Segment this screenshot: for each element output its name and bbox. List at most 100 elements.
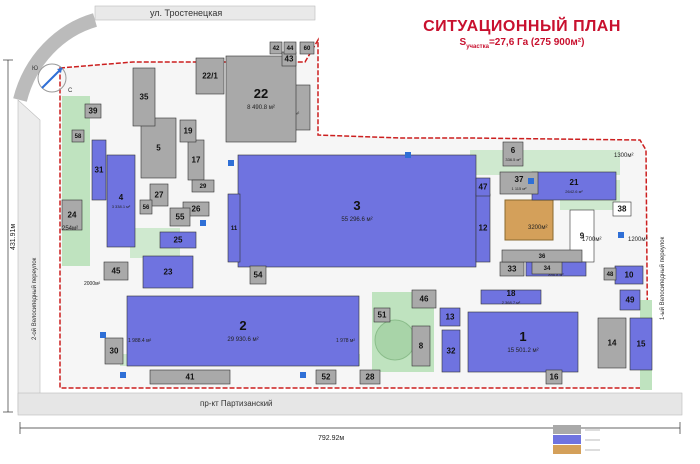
building-22[interactable]: 228 490.8 м²: [225, 55, 297, 143]
building-number: 26: [192, 205, 201, 214]
building-area: 336.5 м²: [505, 157, 521, 162]
building-46[interactable]: 46: [411, 289, 437, 309]
building-2[interactable]: 229 930.6 м²: [126, 295, 360, 367]
building-10[interactable]: 10: [614, 265, 644, 285]
building-number: 60: [304, 46, 311, 52]
building-37[interactable]: 37 1 115 м²: [499, 171, 539, 195]
building-footprint: [140, 117, 177, 179]
road-top: [94, 5, 316, 21]
building-3[interactable]: 355 296.6 м²: [237, 154, 477, 268]
building-number: 18: [507, 289, 516, 298]
compass-icon: Ю С: [32, 63, 73, 94]
building-11[interactable]: 11: [227, 193, 241, 263]
building-56[interactable]: 56: [139, 199, 153, 215]
building-33[interactable]: 33: [499, 261, 525, 277]
building-area: 896.8 м²: [548, 272, 564, 277]
building-18[interactable]: 182 368.7 м²: [480, 289, 542, 305]
street-right-label: 1-ый Велосипедный переулок: [659, 236, 666, 320]
building-footprint: [411, 325, 431, 367]
building-13[interactable]: 13: [439, 307, 461, 327]
building-25[interactable]: 25: [159, 231, 197, 249]
building-number: 52: [322, 373, 331, 382]
building-44[interactable]: 44: [283, 41, 297, 55]
building-36[interactable]: 36: [501, 249, 583, 263]
building-number: 44: [287, 46, 294, 52]
parking-icon: [405, 152, 411, 158]
building-38[interactable]: 38: [612, 201, 632, 217]
building-54[interactable]: 54: [249, 265, 267, 285]
building-52[interactable]: 52: [315, 369, 337, 385]
building-12[interactable]: 12: [475, 193, 491, 263]
building-22-1[interactable]: 22/1: [195, 57, 225, 95]
building-number: 32: [447, 347, 456, 356]
building-number: 27: [155, 191, 164, 200]
building-41[interactable]: 41: [149, 369, 231, 385]
building-number: 9: [580, 232, 585, 241]
building-number: 55: [176, 213, 185, 222]
building-footprint: [499, 171, 539, 195]
building-footprint: [227, 193, 241, 263]
building-30[interactable]: 30: [104, 337, 124, 365]
building-footprint: [195, 57, 225, 95]
building-48[interactable]: 48: [603, 267, 617, 281]
building-footprint: [359, 369, 381, 385]
building-4[interactable]: 43 338.1 м²: [106, 154, 136, 248]
building-footprint: [61, 199, 83, 231]
building-number: 14: [608, 339, 617, 348]
building-19[interactable]: 19: [179, 119, 197, 143]
street-bottom-label: пр-кт Партизанский: [200, 399, 273, 408]
building-42[interactable]: 42: [269, 41, 283, 55]
building-16[interactable]: 16: [545, 369, 563, 385]
area-subscript: участка: [466, 44, 489, 50]
building-footprint: [373, 307, 391, 323]
plan-title: СИТУАЦИОННЫЙ ПЛАН Sучастка=27,6 Га (275 …: [372, 18, 672, 50]
building-footprint: [612, 201, 632, 217]
building-34[interactable]: 34: [531, 261, 563, 275]
building-23[interactable]: 23: [142, 255, 194, 289]
building-15[interactable]: 15: [629, 317, 653, 371]
building-17[interactable]: 17: [187, 139, 205, 181]
building-32[interactable]: 32: [441, 329, 461, 373]
building-footprint: [531, 171, 617, 201]
building-27[interactable]: 27: [149, 183, 169, 207]
building-1[interactable]: 115 501.2 м²: [467, 311, 579, 373]
building-number: 37: [515, 175, 524, 184]
building-area: 2642.6 м²: [565, 189, 583, 194]
building-number: 1: [519, 329, 526, 344]
building-footprint: [299, 41, 315, 55]
building-number: 23: [164, 268, 173, 277]
building-35[interactable]: 35: [132, 67, 156, 127]
building-number: 41: [186, 373, 195, 382]
building-60[interactable]: 60: [299, 41, 315, 55]
building-24[interactable]: 24: [61, 199, 83, 231]
building-area: 1 115 м²: [512, 186, 528, 191]
building-14[interactable]: 14: [597, 317, 627, 369]
building-number: 13: [446, 313, 455, 322]
building-number: 22/1: [202, 72, 218, 81]
building-45[interactable]: 45: [103, 261, 129, 281]
building-5[interactable]: 5: [140, 117, 177, 179]
building-footprint: [104, 337, 124, 365]
building-footprint: [139, 199, 153, 215]
area-label-1300: 1300м²: [614, 153, 633, 159]
parking-icon: [100, 332, 106, 338]
building-47[interactable]: 47: [475, 177, 491, 197]
building-51[interactable]: 51: [373, 307, 391, 323]
area-label-3200: 3200м²: [528, 225, 547, 231]
building-number: 25: [174, 236, 183, 245]
building-8[interactable]: 8: [411, 325, 431, 367]
building-58[interactable]: 58: [71, 129, 85, 143]
building-footprint: [315, 369, 337, 385]
building-footprint: [502, 141, 524, 167]
building-29[interactable]: 29: [191, 179, 215, 193]
building-28[interactable]: 28: [359, 369, 381, 385]
building-number: 58: [75, 134, 82, 140]
building-55[interactable]: 55: [169, 207, 191, 227]
building-footprint: [441, 329, 461, 373]
building-49[interactable]: 49: [619, 289, 641, 311]
building-31[interactable]: 31: [91, 139, 107, 201]
building-39[interactable]: 39: [84, 103, 102, 119]
